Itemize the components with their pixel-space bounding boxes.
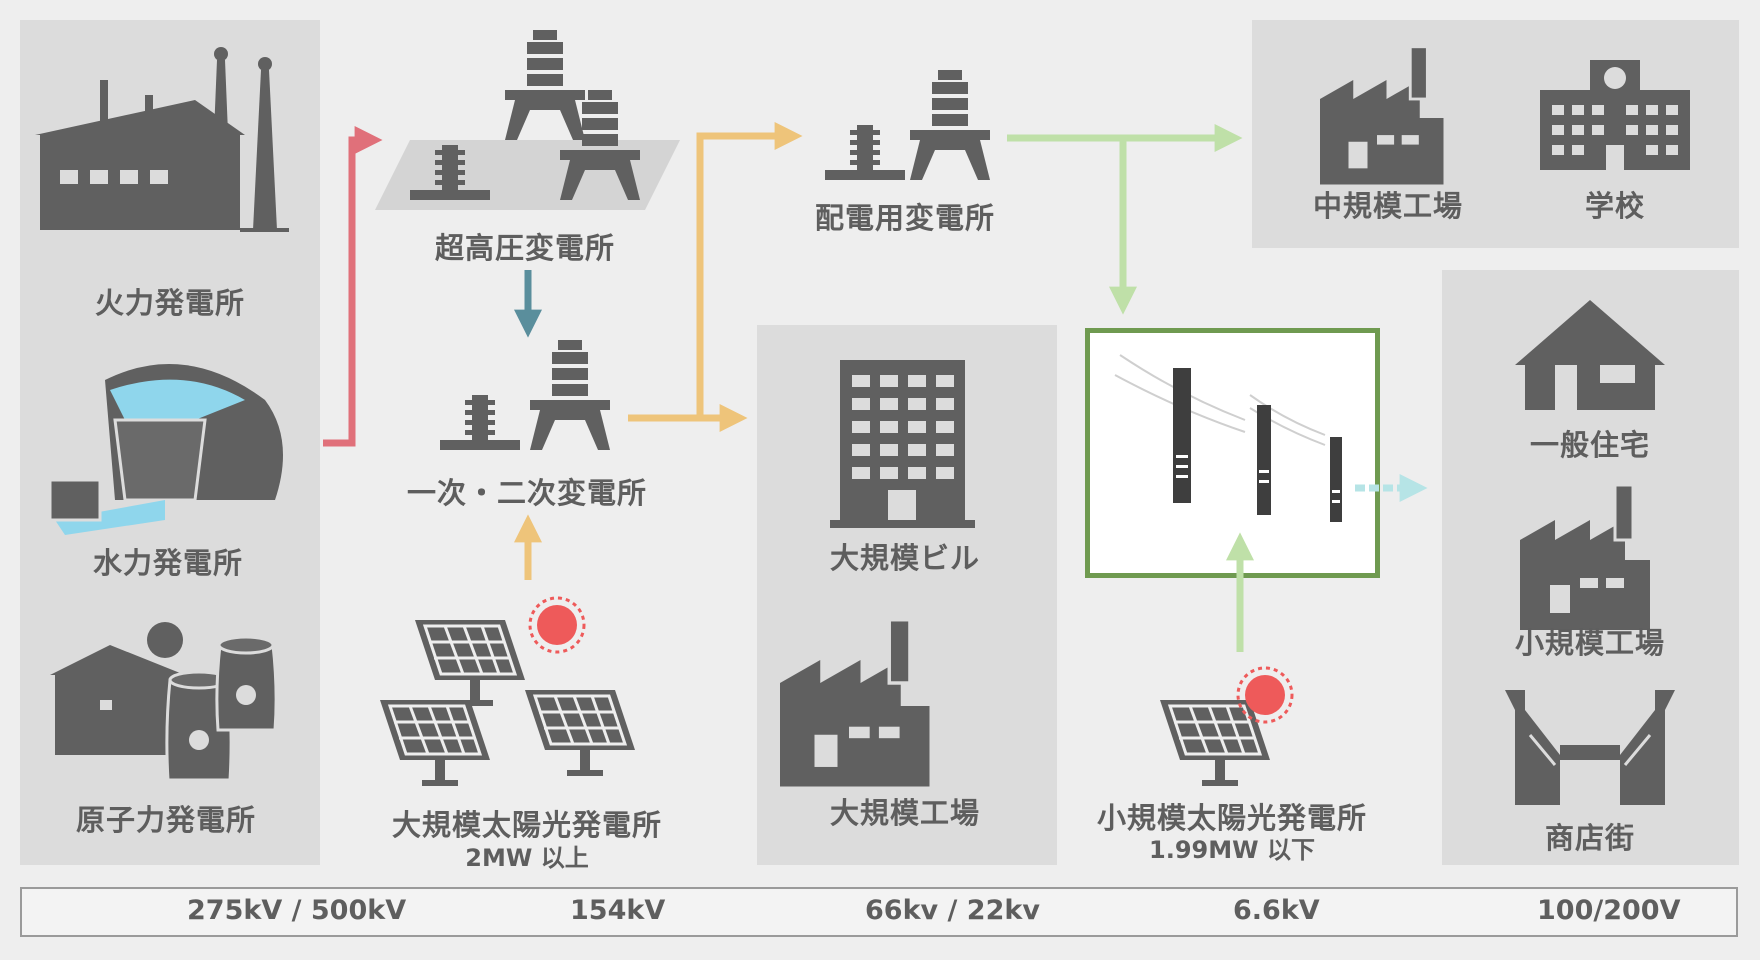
arrow-275-500kv [323,126,383,447]
nuclear-label: 原子力発電所 [75,803,257,837]
office-building-icon [830,360,975,528]
medium-factory-label: 中規模工場 [1312,189,1464,223]
legend-label-6-6kv: 6.6kV [1233,895,1320,926]
hydro-dam-icon [48,364,283,535]
small-factory-label: 小規模工場 [1514,626,1666,660]
utility-pole-icon [1114,354,1342,522]
shopping-street-label: 商店街 [1544,821,1636,855]
nuclear-plant-icon [50,622,278,782]
small-solar-capacity: 1.99MW 以下 [1149,836,1315,864]
house-label: 一般住宅 [1529,428,1651,462]
legend [20,887,1738,937]
distribution-substation-label: 配電用変電所 [814,201,996,235]
medium-factory-icon [1318,45,1445,186]
large-building-label: 大規模ビル [829,541,981,575]
large-factory-label: 大規模工場 [829,796,981,830]
legend-label-100-200v: 100/200V [1537,895,1681,926]
school-label: 学校 [1584,189,1646,223]
hydro-label: 水力発電所 [92,546,244,580]
large-solar-icon [378,596,637,788]
arrow-66-22kv [514,122,803,580]
legend-label-154kv: 154kV [570,895,666,926]
large-factory-icon [778,618,932,789]
small-solar-label: 小規模太陽光発電所 [1096,801,1368,835]
large-solar-label: 大規模太陽光発電所 [391,808,663,842]
small-solar-icon [1158,666,1294,788]
distribution-substation-icon [825,70,990,180]
ultra-high-substation-label: 超高圧変電所 [434,231,616,265]
house-icon [1515,300,1665,410]
small-factory-icon [1518,483,1652,632]
legend-label-275-500kv: 275kV / 500kV [187,895,407,926]
arrow-6-6kv [1007,124,1254,652]
thermal-power-plant-icon [35,47,289,232]
large-solar-capacity: 2MW 以上 [465,844,589,872]
primary-secondary-substation-label: 一次・二次変電所 [406,476,648,510]
thermal-label: 火力発電所 [94,286,246,320]
primary-secondary-substation-icon [440,340,610,450]
legend-label-66-22kv: 66kv / 22kv [865,895,1040,926]
school-icon [1540,60,1690,170]
ultra-high-substation-icon [375,30,680,210]
shopping-street-icon [1505,690,1675,805]
